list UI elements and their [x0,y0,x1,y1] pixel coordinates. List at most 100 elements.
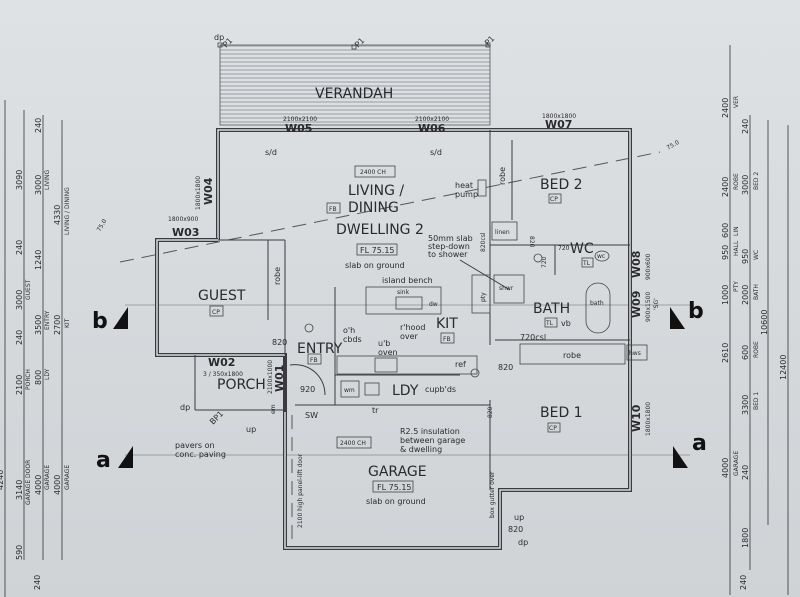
window-W01: W01 [273,365,286,392]
verandah: VERANDAH P1 P1 P1 dp [214,33,496,126]
step-note: step-down [428,242,470,251]
window-W06: W06 [418,122,446,135]
room-bed2: robe BED 2 CP [498,140,583,220]
dim-label: 240 [15,330,24,345]
window-W04: W04 [202,177,215,205]
dim-label: 240 [741,119,750,134]
dim-label: PORCH [25,369,32,390]
dim-label: GUEST [25,279,32,300]
dim-label: GARAGE [733,451,740,476]
section-a-right: a [692,431,707,456]
room-label-ldy: LDY [392,383,419,399]
dim-label: 950 [741,249,750,264]
ceiling-height: 2400 CH [360,169,386,176]
post-icon [351,44,357,50]
room-label-wc: WC [570,241,594,257]
dim-label: 600 [741,345,750,360]
dim-label: 240 [741,465,750,480]
floor-level: FL 75.15 [377,483,412,492]
room-garage: 2100 high panel-lift door 2400 CH R2.5 i… [291,415,528,547]
door-size: 720 [558,245,570,252]
dim-label: 3000 [741,175,750,195]
island-bench [365,286,442,315]
walls [155,128,632,550]
section-lines: b b a a 75.0 75.0 [92,139,707,473]
window-W08: W08 [630,251,643,278]
dim-label: 950 [721,245,730,260]
insulation-note: & dwelling [400,445,442,454]
door-size: 820csl [480,232,487,252]
dim-label: 240 [739,575,748,590]
door-size: 720 [541,256,548,268]
heat-pump-label: heat [455,181,473,190]
insulation-note: R2.5 insulation [400,427,460,436]
dim-label: LIN [733,226,740,236]
contour-label: 75.0 [666,139,681,152]
dimensions-left: 4240 3090 240 3000 GUEST 240 2100 PORCH … [0,100,71,597]
smoke-alarm-icon [533,253,543,263]
dim-label: GARAGE [64,465,71,490]
insulation-note: between garage [400,436,465,445]
room-bath: pty shwr BATH TL vb 720csl bath 720 50mm… [428,234,611,342]
fridge-label: ref [455,360,466,369]
towel-rail-label: tr [372,406,379,415]
room-kitchen: island bench sink dw KIT FB o'h cbds u'b… [336,276,478,375]
oven-label: oven [378,348,398,357]
dim-label: VER [733,96,740,108]
section-a-left: a [96,448,111,473]
door-size: 820 [272,338,287,347]
slab-note: slab on ground [345,261,405,270]
window-W10-size: 1800x1800 [645,402,652,436]
dim-label: GARAGE [44,465,51,490]
dim-label: 2700 [53,315,62,335]
window-W08-size: 900x600 [645,253,652,280]
door-size: 820 [498,363,513,372]
dim-label: BED 1 [753,392,760,410]
window-W09: W09 [630,291,643,318]
dim-label: 240 [33,575,42,590]
step-note: 50mm slab [428,234,473,243]
washing-machine-label: wm [344,387,355,394]
room-label-bed1: BED 1 [540,405,583,421]
downpipe-label: dp [214,33,224,42]
window-W01-size: 2100x1000 [267,360,274,394]
windows: W05 2100x2100 s/d W06 2100x2100 s/d W07 … [168,113,660,436]
door-size: 820 [487,406,494,418]
bath-label: bath [590,300,604,307]
window-W09-glass: 'SG' [653,298,660,310]
room-wc: WC 720 TL wc [558,241,610,268]
dim-label: 4000 [34,475,43,495]
room-bed1: robe hws BED 1 CP 820 [487,343,648,433]
dim-label: 240 [34,118,43,133]
up-label: up [514,513,524,522]
robe-label: robe [563,351,581,360]
dim-label: 4000 [721,458,730,478]
garage-door-label: 2100 high panel-lift door [297,453,304,528]
dim-label: 2100 [15,375,24,395]
cooktop-icon [374,357,398,373]
dwelling-title: DWELLING 2 [336,222,424,238]
dim-label: LDY [44,368,51,380]
window-W05-size: 2100x2100 [283,116,317,123]
hws-label: hws [629,350,641,357]
room-label-entry: ENTRY [297,341,343,357]
floor-tag: FB [443,336,451,343]
window-W04-size: 1800x1800 [195,176,202,210]
dim-label: 1240 [34,250,43,270]
dim-label: 240 [15,240,24,255]
tile-tag: TL [582,260,591,267]
dim-label: ENTRY [44,310,51,330]
section-b-left: b [92,309,108,334]
sink-label: sink [397,289,410,296]
dim-label: 2610 [721,343,730,363]
bp-label: BP1 [208,409,225,426]
slab-note: slab on ground [366,497,426,506]
window-W03-size: 1800x900 [168,216,198,223]
em-label: em [270,404,277,414]
vanity-label: vb [561,319,571,328]
window-W03: W03 [172,226,199,239]
dim-label: BED 2 [753,172,760,190]
room-laundry: wm LDY cupb'ds tr SW [305,380,456,420]
window-W10: W10 [630,404,643,432]
